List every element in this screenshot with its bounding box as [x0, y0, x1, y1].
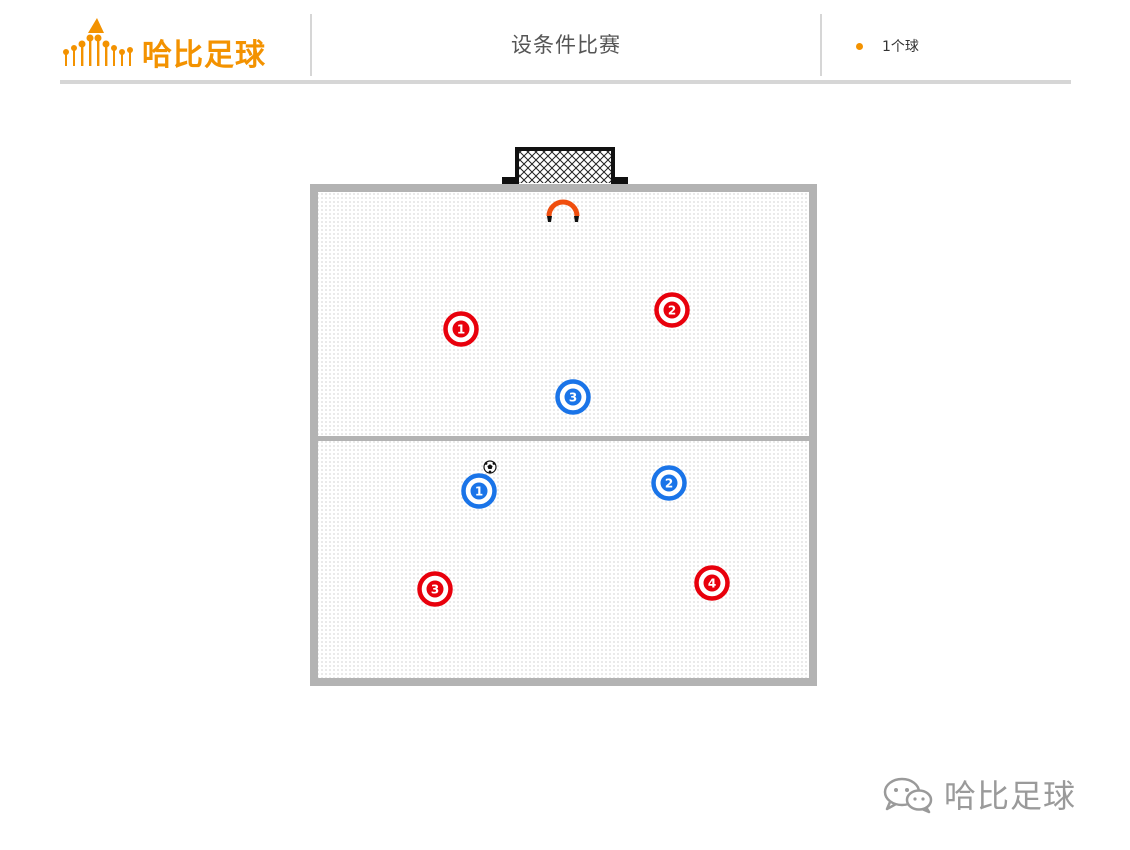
watermark-text: 哈比足球 [944, 777, 1077, 815]
halfway-line [314, 436, 813, 441]
goalkeeper-marker [546, 199, 580, 222]
legend-label: 1个球 [882, 39, 919, 55]
page-title: 设条件比赛 [511, 33, 621, 57]
red-player-2: 2 [654, 292, 690, 328]
wechat-icon [883, 777, 933, 814]
red-player-1: 1 [443, 311, 479, 347]
logo-text: 哈比足球 [142, 38, 266, 73]
red-player-4-number: 4 [708, 577, 716, 591]
header-divider-left [310, 14, 312, 76]
blue-player-1-number: 1 [475, 485, 483, 499]
legend-ball-dot [856, 42, 863, 50]
red-player-2-number: 2 [668, 304, 676, 318]
blue-player-3: 3 [555, 379, 591, 415]
blue-player-3-number: 3 [569, 391, 577, 405]
blue-player-2-number: 2 [665, 477, 673, 491]
pitch-boundary [310, 184, 817, 686]
red-player-3: 3 [417, 571, 453, 607]
legend: 1个球 [856, 36, 919, 56]
watermark: 哈比足球 [880, 770, 1076, 818]
header: 哈比足球 设条件比赛 1个球 [60, 14, 1071, 84]
header-divider-right [820, 14, 822, 76]
blue-player-2: 2 [651, 465, 687, 501]
red-player-4: 4 [694, 565, 730, 601]
goal [502, 147, 628, 184]
red-player-1-number: 1 [457, 323, 465, 337]
red-player-3-number: 3 [431, 583, 439, 597]
soccer-ball-icon [483, 460, 497, 474]
logo: 哈比足球 [60, 14, 300, 76]
blue-player-1: 1 [461, 473, 497, 509]
pitch-surface [314, 188, 813, 682]
logo-icon [63, 18, 133, 66]
